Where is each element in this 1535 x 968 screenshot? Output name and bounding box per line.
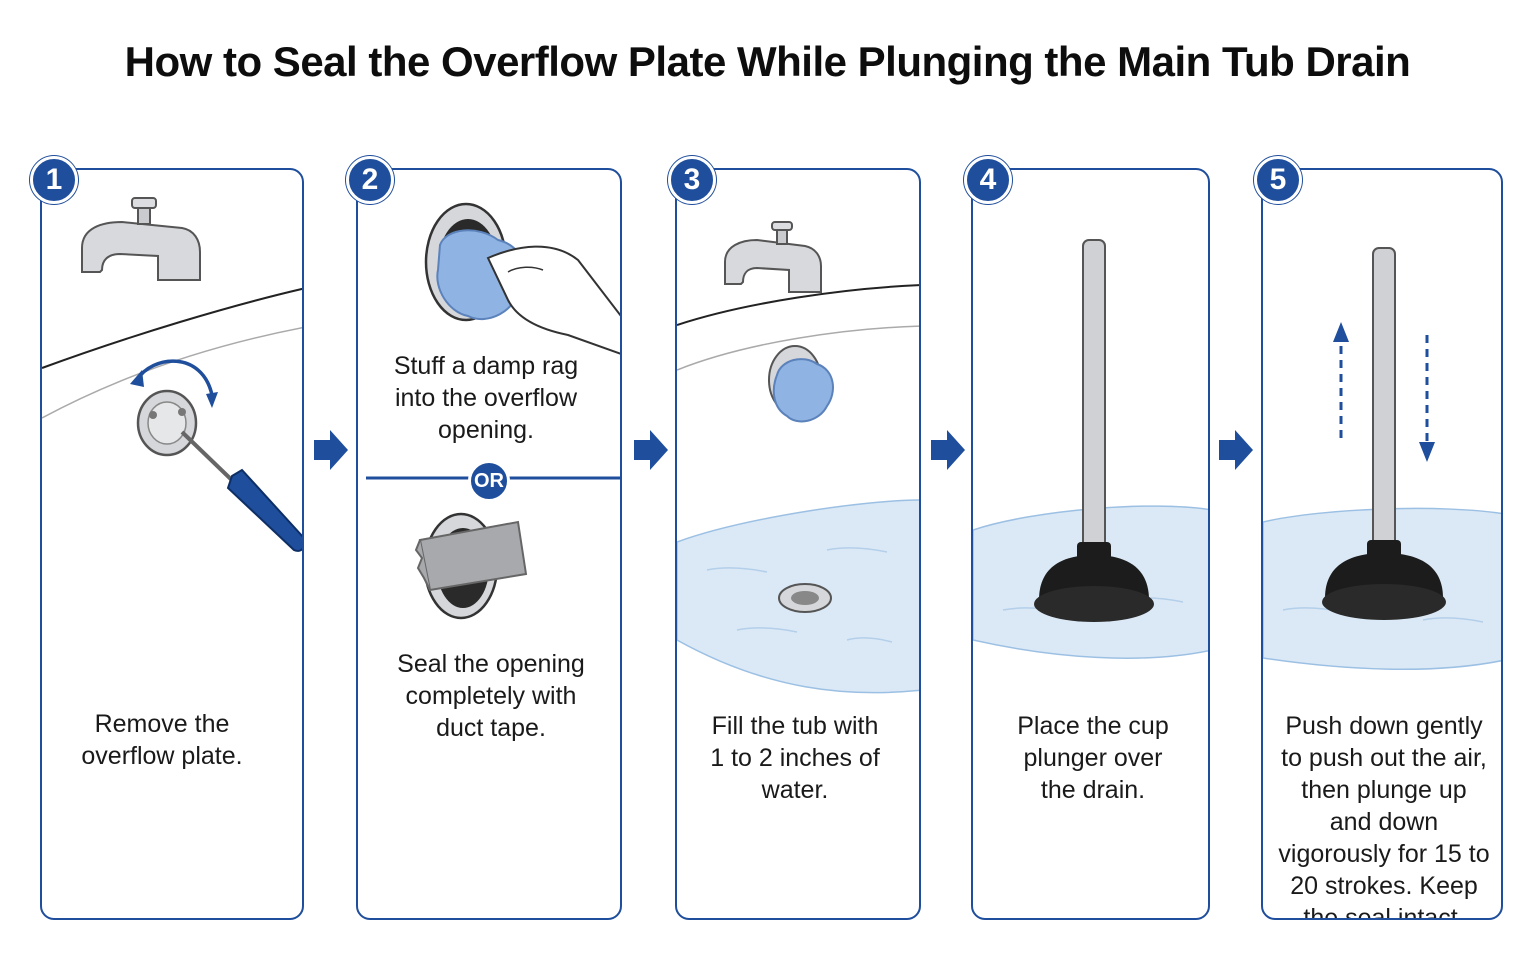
step-3-number-badge: 3 xyxy=(668,156,716,204)
right-arrow-icon xyxy=(931,430,965,470)
step-1-illustration xyxy=(42,197,302,552)
up-arrow-icon xyxy=(1333,322,1349,438)
step-4-number-badge: 4 xyxy=(964,156,1012,204)
down-arrow-icon xyxy=(1419,335,1435,462)
rag-in-hand-icon xyxy=(424,202,620,355)
duct-tape-icon xyxy=(414,512,528,620)
step-3-caption: Fill the tub with 1 to 2 inches of water… xyxy=(710,712,880,804)
screwdriver-icon xyxy=(180,430,302,552)
faucet-icon xyxy=(81,197,201,281)
plunger-icon xyxy=(1322,247,1446,620)
step-4-panel: Place the cup plunger over the drain. xyxy=(971,168,1210,920)
drain-icon xyxy=(778,583,832,613)
faucet-icon xyxy=(724,221,822,293)
step-4-caption: Place the cup plunger over the drain. xyxy=(1017,712,1169,804)
step-1-caption: Remove the overflow plate. xyxy=(81,710,243,770)
step-1-number-badge: 1 xyxy=(30,156,78,204)
step-5-illustration xyxy=(1263,247,1501,671)
rag-plug-icon xyxy=(768,345,834,423)
step-2-number-badge: 2 xyxy=(346,156,394,204)
right-arrow-icon xyxy=(314,430,348,470)
step-4-illustration xyxy=(973,239,1208,659)
plunger-icon xyxy=(1034,239,1154,622)
step-5-number-badge: 5 xyxy=(1254,156,1302,204)
step-2-panel: Stuff a damp rag into the overflow openi… xyxy=(356,168,622,920)
page-title: How to Seal the Overflow Plate While Plu… xyxy=(124,38,1411,85)
step-2-caption-tape: Seal the opening completely with duct ta… xyxy=(397,650,585,742)
step-2-illustration xyxy=(366,202,620,620)
overflow-plate-icon xyxy=(136,389,198,457)
right-arrow-icon xyxy=(1219,430,1253,470)
step-3-panel: Fill the tub with 1 to 2 inches of water… xyxy=(675,168,921,920)
rotate-arrow-icon xyxy=(135,359,214,396)
step-5-panel: Push down gently to push out the air, th… xyxy=(1261,168,1503,920)
step-5-caption: Push down gently to push out the air, th… xyxy=(1278,712,1490,920)
step-2-caption-rag: Stuff a damp rag into the overflow openi… xyxy=(393,352,579,444)
or-badge: OR xyxy=(468,460,510,502)
right-arrow-icon xyxy=(634,430,668,470)
step-3-illustration xyxy=(677,221,919,694)
step-1-panel: Remove the overflow plate. xyxy=(40,168,304,920)
